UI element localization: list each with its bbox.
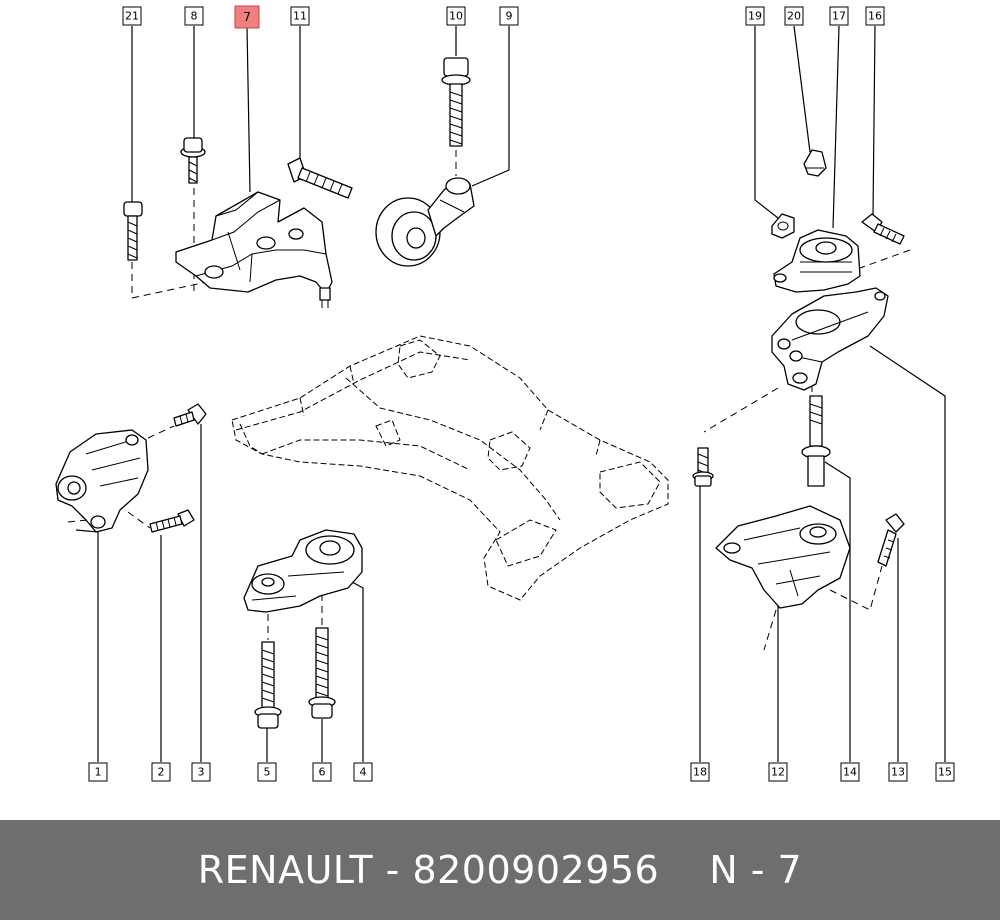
part-13-bolt [877,513,905,567]
part-14-stud [801,395,831,487]
callout-7[interactable]: 7 [234,5,260,29]
svg-text:18: 18 [693,766,707,779]
callout-18[interactable]: 18 [690,762,710,782]
part-number: 8200902956 [412,848,660,892]
part-5-bolt [254,641,282,729]
callout-13[interactable]: 13 [888,762,908,782]
callout-17[interactable]: 17 [829,6,849,26]
part-4-lower-mount [243,529,363,613]
leader-lines [75,25,946,762]
callout-8[interactable]: 8 [184,6,204,26]
brand-separator: - [373,848,413,892]
part-1-engine-mount [55,429,149,533]
svg-text:9: 9 [506,10,513,23]
callout-9[interactable]: 9 [499,6,519,26]
svg-text:11: 11 [293,10,307,23]
part-3-bolt [173,403,207,427]
part-15-gearbox-bracket [771,287,889,391]
callout-11[interactable]: 11 [290,6,310,26]
callout-19[interactable]: 19 [745,6,765,26]
callout-12[interactable]: 12 [768,762,788,782]
callout-6[interactable]: 6 [312,762,332,782]
part-info-footer: RENAULT - 8200902956 N - 7 [0,820,1000,920]
part-7-engine-mount-bracket [175,191,333,308]
svg-text:5: 5 [264,766,271,779]
callout-1[interactable]: 1 [88,762,108,782]
part-11-bolt [287,157,353,199]
svg-text:19: 19 [748,10,762,23]
svg-text:4: 4 [360,766,367,779]
brand-name: RENAULT [197,848,374,892]
callout-15[interactable]: 15 [935,762,955,782]
callout-21[interactable]: 21 [122,6,142,26]
svg-text:1: 1 [95,766,102,779]
svg-text:21: 21 [125,10,139,23]
subframe [231,335,669,601]
svg-text:12: 12 [771,766,785,779]
part-9-torque-rod [375,177,475,267]
svg-text:15: 15 [938,766,952,779]
callout-10[interactable]: 10 [446,6,466,26]
svg-text:3: 3 [198,766,205,779]
part-18-bolt [692,447,714,487]
svg-text:16: 16 [868,10,882,23]
svg-text:14: 14 [843,766,857,779]
part-6-bolt [308,627,336,719]
part-12-gearbox-support [715,505,851,609]
svg-text:13: 13 [891,766,905,779]
part-19-nut [771,213,795,239]
part-2-bolt [149,509,195,533]
callout-20[interactable]: 20 [784,6,804,26]
callout-2[interactable]: 2 [151,762,171,782]
part-17-gearbox-mount [773,229,861,293]
part-10-bolt [441,57,471,147]
callout-16[interactable]: 16 [865,6,885,26]
part-21-bolt [123,201,143,261]
svg-text:17: 17 [832,10,846,23]
svg-text:2: 2 [158,766,165,779]
callout-labels: 21 8 7 11 10 9 19 20 17 16 1 2 3 5 6 4 1… [88,5,955,782]
svg-text:6: 6 [319,766,326,779]
svg-text:10: 10 [449,10,463,23]
callout-4[interactable]: 4 [353,762,373,782]
position-label: N - 7 [709,848,803,892]
callout-14[interactable]: 14 [840,762,860,782]
parts-diagram: 21 8 7 11 10 9 19 20 17 16 1 2 3 5 6 4 1… [55,5,955,782]
svg-text:8: 8 [191,10,198,23]
svg-text:7: 7 [243,10,251,24]
svg-text:20: 20 [787,10,801,23]
part-8-bolt [180,137,206,184]
callout-5[interactable]: 5 [257,762,277,782]
part-20-nut [803,149,827,177]
part-16-bolt [861,213,905,245]
callout-3[interactable]: 3 [191,762,211,782]
